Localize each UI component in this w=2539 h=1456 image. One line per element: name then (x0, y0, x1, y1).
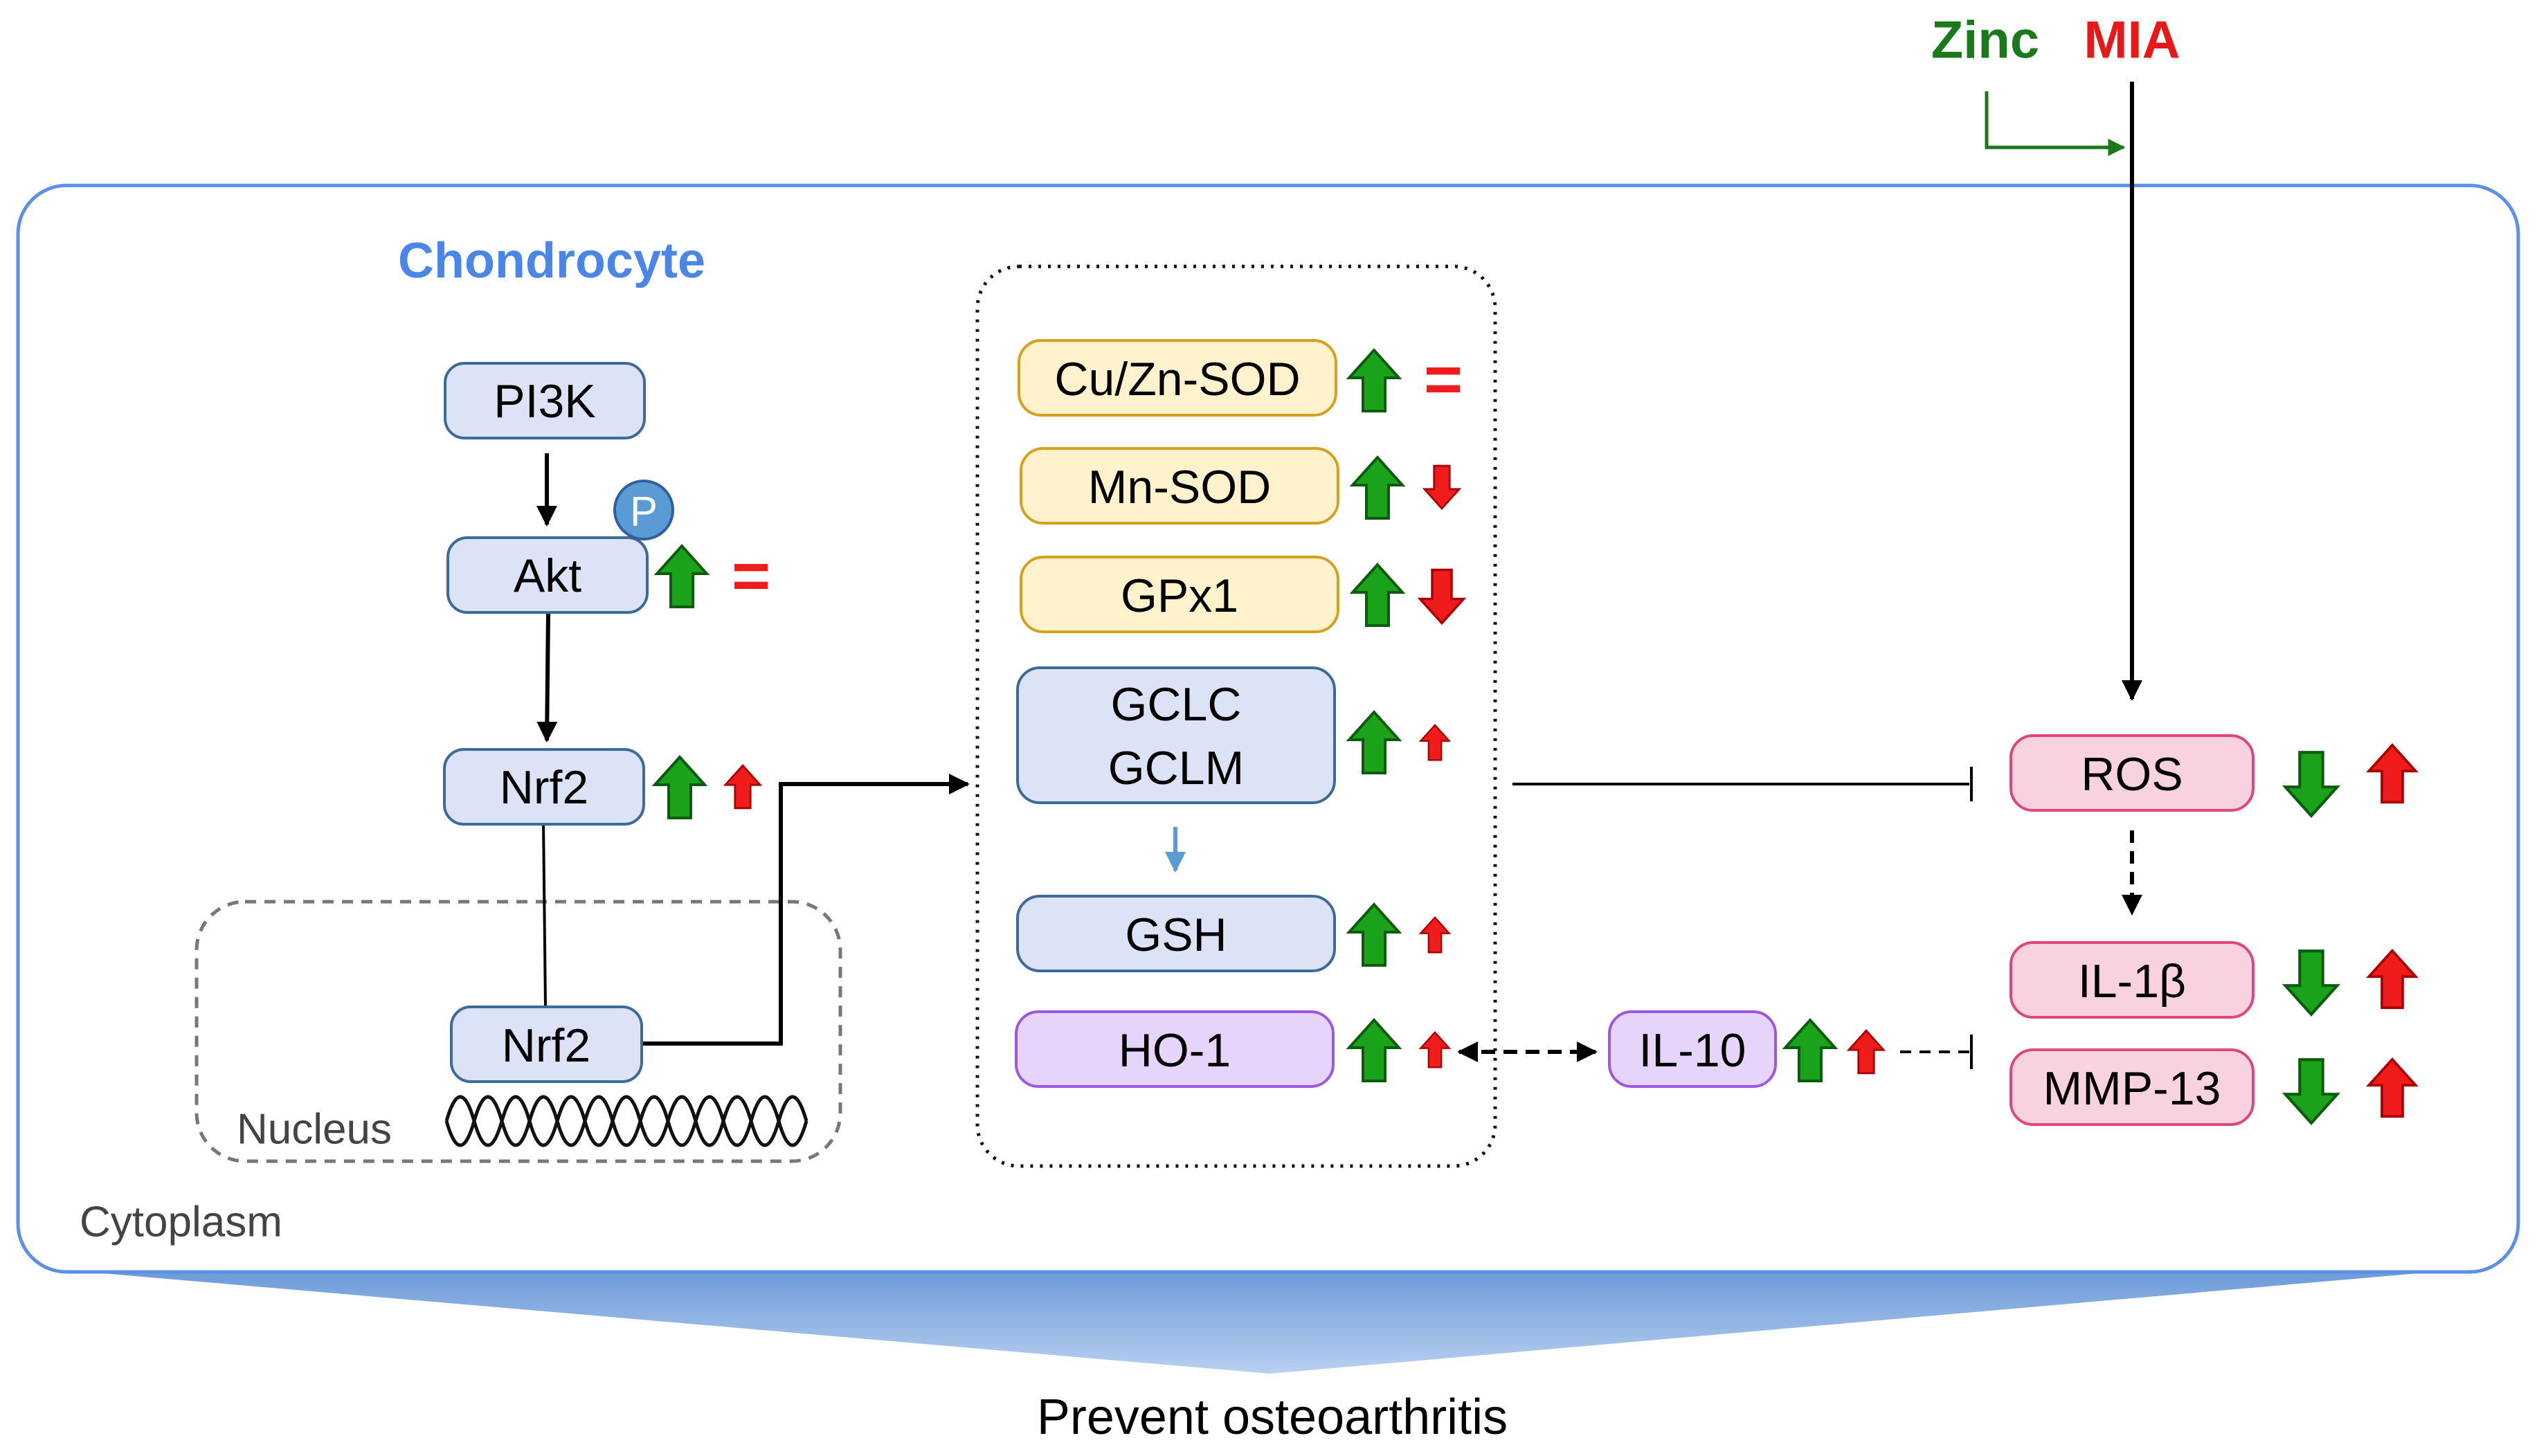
il10-label: IL-10 (1639, 1024, 1746, 1077)
gpx1-label: GPx1 (1121, 570, 1238, 622)
arrow-nrf2-to-panel (642, 774, 970, 1046)
nrf2-cyto-label: Nrf2 (500, 761, 588, 814)
phospho-icon (613, 480, 674, 540)
gclm-label: GCLM (1108, 742, 1244, 794)
cuzn-sod-equal-sign: = (1424, 343, 1463, 417)
akt-label: Akt (514, 549, 581, 602)
nrf2-cyto-box (443, 748, 645, 826)
ros-box (2009, 734, 2255, 812)
phospho-label: P (630, 489, 658, 535)
nrf2-nuc-label: Nrf2 (502, 1019, 590, 1072)
pi3k-box (444, 362, 646, 439)
mn-sod-label: Mn-SOD (1088, 461, 1271, 513)
gsh-label: GSH (1125, 909, 1227, 961)
mmp13-label: MMP-13 (2043, 1062, 2221, 1115)
il1b-box (2009, 941, 2255, 1019)
cuzn-sod-label: Cu/Zn-SOD (1054, 353, 1300, 406)
mn-sod-box (1020, 447, 1339, 525)
ros-label: ROS (2081, 748, 2183, 801)
akt-box (446, 536, 649, 614)
outcome-funnel (62, 1270, 2457, 1374)
gclc-label: GCLC (1111, 678, 1242, 731)
outcome-label: Prevent osteoarthritis (1037, 1390, 1508, 1445)
ho1-box (1015, 1010, 1335, 1088)
mmp13-box (2009, 1048, 2255, 1126)
cytoplasm-label: Cytoplasm (80, 1199, 282, 1246)
nucleus-boundary (195, 900, 842, 1163)
gpx1-box (1020, 556, 1339, 633)
antioxidant-panel (975, 264, 1497, 1168)
zinc-label: Zinc (1931, 11, 2039, 70)
il10-box (1608, 1010, 1777, 1088)
ho1-label: HO-1 (1119, 1024, 1231, 1077)
akt-equal-sign: = (732, 539, 770, 613)
nrf2-nuc-box (450, 1005, 643, 1083)
cuzn-sod-box (1018, 339, 1337, 417)
mia-label: MIA (2084, 11, 2180, 70)
arrow-zinc-mia (1985, 91, 2126, 156)
gsh-box (1016, 895, 1336, 972)
il1b-label: IL-1β (2078, 955, 2186, 1008)
arrow-akt-nrf2 (536, 612, 558, 743)
nucleus-label: Nucleus (237, 1106, 392, 1154)
dna-helix-icon (444, 1095, 808, 1147)
gclc-gclm-box (1016, 666, 1336, 804)
pi3k-label: PI3K (494, 375, 595, 428)
chondrocyte-title: Chondrocyte (398, 233, 705, 289)
link-nrf2-nucleus (542, 821, 547, 1008)
